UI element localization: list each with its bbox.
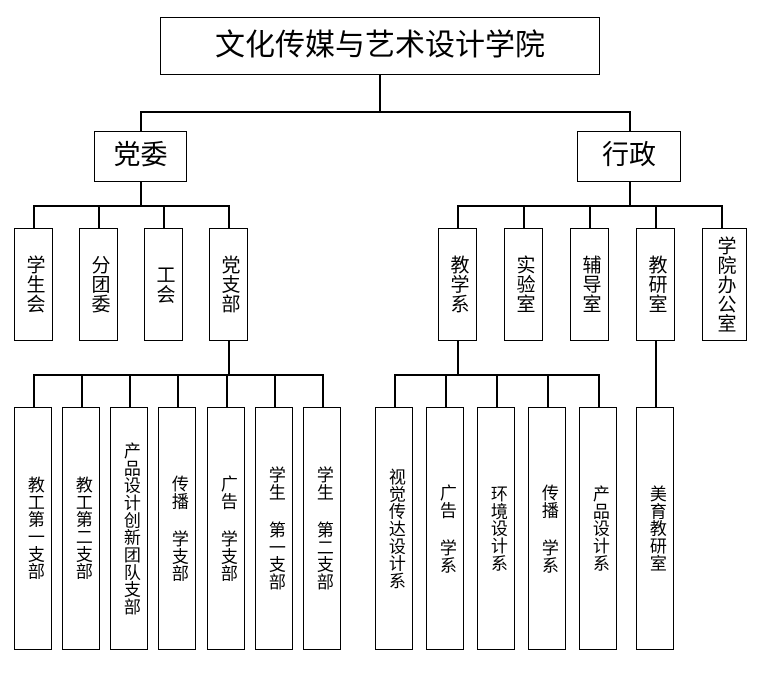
- connector-teaching-dept-stem: [457, 341, 459, 375]
- node-branch-product-design-innovation-label: 产品设计创新团队支部: [119, 441, 140, 616]
- node-branch-advertising[interactable]: 广告 学支部: [207, 407, 245, 650]
- node-dept-product-design-label: 产品设计系: [588, 485, 609, 572]
- connector-drop-laboratory: [523, 205, 525, 228]
- node-student-union-label: 学生会: [23, 255, 46, 314]
- node-aesthetic-education-research-office[interactable]: 美育教研室: [636, 407, 674, 650]
- node-branch-advertising-label: 广告 学支部: [216, 474, 237, 583]
- connector-drop-teaching-dept: [457, 205, 459, 228]
- node-party-branch[interactable]: 党支部: [209, 228, 248, 341]
- node-counseling-office[interactable]: 辅导室: [570, 228, 609, 341]
- node-teaching-department-label: 教学系: [447, 255, 470, 314]
- node-dept-communication-label: 传播 学系: [537, 483, 558, 574]
- node-college-office[interactable]: 学院办公室: [702, 228, 747, 341]
- node-dept-product-design[interactable]: 产品设计系: [579, 407, 617, 650]
- connector-admin-stem: [629, 182, 631, 206]
- node-branch-faculty-2-label: 教工第二支部: [71, 476, 92, 581]
- node-teaching-department[interactable]: 教学系: [438, 228, 477, 341]
- node-branch-student-1-label: 学生 第一支部: [264, 466, 285, 591]
- node-party-branch-label: 党支部: [218, 255, 241, 314]
- node-branch-student-1[interactable]: 学生 第一支部: [255, 407, 293, 650]
- connector-drop-branch-2: [81, 374, 83, 408]
- node-labor-union[interactable]: 工会: [144, 228, 183, 341]
- connector-level2-bar: [140, 111, 630, 113]
- node-counseling-office-label: 辅导室: [579, 255, 602, 314]
- node-teaching-research-office[interactable]: 教研室: [636, 228, 675, 341]
- node-dept-visual-communication-design[interactable]: 视觉传达设计系: [375, 407, 413, 650]
- connector-drop-branch-3: [129, 374, 131, 408]
- connector-drop-branch-5: [226, 374, 228, 408]
- connector-research-office-stem: [655, 341, 657, 408]
- node-branch-faculty-1[interactable]: 教工第一支部: [14, 407, 52, 650]
- node-dept-communication[interactable]: 传播 学系: [528, 407, 566, 650]
- connector-drop-branch-7: [322, 374, 324, 408]
- connector-party-branch-stem: [228, 341, 230, 375]
- node-branch-product-design-innovation[interactable]: 产品设计创新团队支部: [110, 407, 148, 650]
- node-branch-student-2-label: 学生 第二支部: [312, 466, 333, 591]
- node-dept-environmental-design[interactable]: 环境设计系: [477, 407, 515, 650]
- node-branch-faculty-2[interactable]: 教工第二支部: [62, 407, 100, 650]
- node-party-committee[interactable]: 党委: [94, 131, 187, 182]
- node-teaching-research-office-label: 教研室: [645, 255, 668, 314]
- node-root-college[interactable]: 文化传媒与艺术设计学院: [160, 17, 600, 75]
- connector-party-stem: [140, 182, 142, 206]
- connector-drop-student-union: [33, 205, 35, 228]
- node-aesthetic-education-research-office-label: 美育教研室: [645, 485, 666, 572]
- node-administration-label: 行政: [602, 140, 656, 172]
- connector-drop-college-office: [721, 205, 723, 228]
- node-branch-communication-label: 传播 学支部: [167, 474, 188, 583]
- connector-drop-youth-league: [98, 205, 100, 228]
- connector-drop-party: [140, 111, 142, 132]
- connector-drop-counseling-office: [589, 205, 591, 228]
- node-laboratory[interactable]: 实验室: [504, 228, 543, 341]
- connector-drop-branch-6: [274, 374, 276, 408]
- node-labor-union-label: 工会: [153, 265, 176, 304]
- connector-drop-dept-5: [598, 374, 600, 408]
- connector-drop-research-office: [655, 205, 657, 228]
- connector-drop-dept-4: [547, 374, 549, 408]
- node-administration[interactable]: 行政: [577, 131, 681, 182]
- node-youth-league-branch-label: 分团委: [88, 255, 111, 314]
- node-dept-environmental-design-label: 环境设计系: [486, 485, 507, 572]
- node-dept-visual-communication-design-label: 视觉传达设计系: [384, 467, 405, 590]
- connector-drop-admin: [629, 111, 631, 132]
- connector-drop-dept-3: [496, 374, 498, 408]
- connector-drop-party-branch: [228, 205, 230, 228]
- connector-drop-labor-union: [163, 205, 165, 228]
- node-student-union[interactable]: 学生会: [14, 228, 53, 341]
- node-branch-student-2[interactable]: 学生 第二支部: [303, 407, 341, 650]
- node-dept-advertising[interactable]: 广告 学系: [426, 407, 464, 650]
- node-branch-faculty-1-label: 教工第一支部: [23, 476, 44, 581]
- connector-root-stem: [379, 75, 381, 112]
- node-dept-advertising-label: 广告 学系: [435, 483, 456, 574]
- connector-drop-branch-4: [177, 374, 179, 408]
- node-branch-communication[interactable]: 传播 学支部: [158, 407, 196, 650]
- connector-drop-branch-1: [33, 374, 35, 408]
- connector-drop-dept-1: [394, 374, 396, 408]
- connector-party-bar: [33, 205, 228, 207]
- node-college-office-label: 学院办公室: [714, 236, 737, 333]
- node-youth-league-branch[interactable]: 分团委: [79, 228, 118, 341]
- connector-drop-dept-2: [445, 374, 447, 408]
- node-party-committee-label: 党委: [113, 140, 168, 172]
- node-laboratory-label: 实验室: [513, 255, 536, 314]
- node-root-label: 文化传媒与艺术设计学院: [215, 28, 545, 64]
